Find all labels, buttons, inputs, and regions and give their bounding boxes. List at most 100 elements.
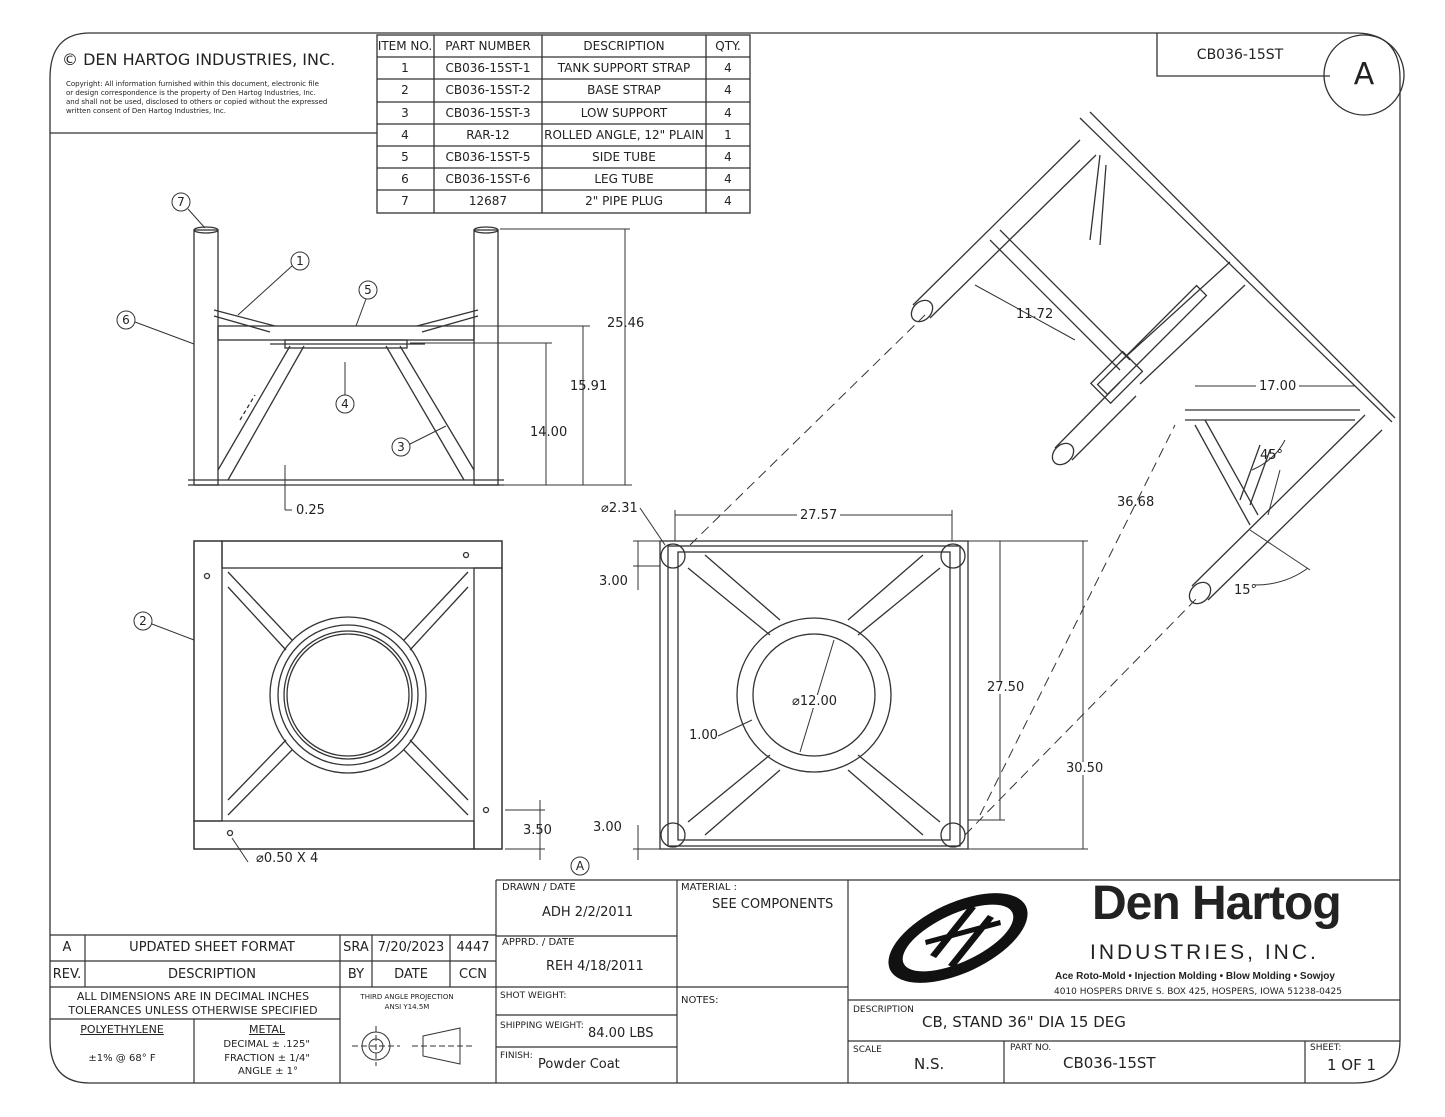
bom-cell: 4 [724, 83, 732, 97]
rev-description: UPDATED SHEET FORMAT [129, 940, 295, 955]
company-address: 4010 HOSPERS DRIVE S. BOX 425, HOSPERS, … [1054, 987, 1343, 997]
description-value: CB, STAND 36" DIA 15 DEG [922, 1013, 1126, 1031]
tolerance-line: TOLERANCES UNLESS OTHERWISE SPECIFIED [68, 1004, 318, 1017]
dim-label: ⌀2.31 [601, 501, 638, 516]
bom-cell: RAR-12 [466, 128, 510, 142]
balloons [116, 192, 590, 876]
balloon-label: 3 [397, 440, 405, 454]
ship-value: 84.00 LBS [588, 1026, 654, 1041]
front-view-dims [284, 228, 632, 511]
bom-cell: 1 [401, 61, 409, 75]
rev-header: BY [347, 967, 365, 982]
bom-cell: LEG TUBE [594, 172, 654, 186]
dim-label: 15.91 [570, 379, 608, 394]
bom-cell: 4 [724, 61, 732, 75]
company-name: Den Hartog [1092, 877, 1342, 930]
dim-label: 3.50 [523, 823, 552, 838]
ship-label: SHIPPING WEIGHT: [500, 1021, 584, 1031]
bom-cell: ROLLED ANGLE, 12" PLAIN [544, 128, 704, 142]
bom-cell: LOW SUPPORT [580, 106, 668, 120]
revision-circle [1323, 34, 1405, 116]
copyright-title: © DEN HARTOG INDUSTRIES, INC. [62, 50, 336, 69]
bom-header-cell: ITEM NO. [377, 39, 433, 53]
title-block-grid [50, 879, 1400, 1083]
rev-marker: A [575, 859, 585, 873]
bom-cell: CB036-15ST-3 [445, 106, 531, 120]
bom-cell: CB036-15ST-1 [445, 61, 531, 75]
shot-label: SHOT WEIGHT: [500, 991, 567, 1001]
material-label: MATERIAL : [681, 882, 737, 893]
bom-table-grid [376, 34, 751, 214]
bottom-view-dims [633, 314, 1201, 860]
finish-label: FINISH: [500, 1051, 533, 1061]
copyright-line: written consent of Den Hartog Industries… [66, 107, 226, 115]
dim-label: 0.25 [296, 503, 325, 518]
sheet-value: 1 OF 1 [1327, 1056, 1377, 1074]
dim-label: 1.00 [689, 728, 718, 743]
rev-cell: A [62, 940, 72, 955]
bom-cell: CB036-15ST-5 [445, 150, 531, 164]
dim-label: 25.46 [607, 316, 645, 331]
bom-cell: 7 [401, 194, 409, 208]
bom-header-cell: PART NUMBER [445, 39, 531, 53]
revision-letter: A [1353, 57, 1375, 92]
rev-header: DESCRIPTION [168, 967, 256, 982]
bom-cell: 4 [724, 106, 732, 120]
material-value: SEE COMPONENTS [712, 897, 834, 912]
bom-cell: 4 [724, 150, 732, 164]
dim-label: 3.00 [593, 820, 622, 835]
balloon-label: 4 [341, 397, 349, 411]
company-suffix: INDUSTRIES, INC. [1090, 941, 1319, 964]
projection-std: ANSI Y14.5M [384, 1003, 430, 1011]
iso-dims [974, 284, 1355, 586]
drawn-value: ADH 2/2/2011 [542, 905, 634, 920]
rev-header: REV. [52, 967, 82, 982]
top-view [193, 540, 503, 850]
drawing-number: CB036-15ST [1196, 47, 1284, 63]
bom-cell: 5 [401, 150, 409, 164]
bom-cell: 2 [401, 83, 409, 97]
balloon-label: 1 [296, 254, 304, 268]
finish-value: Powder Coat [538, 1057, 620, 1072]
dim-label: ⌀12.00 [792, 694, 838, 709]
copyright-line: and shall not be used, disclosed to othe… [66, 98, 328, 106]
rev-date: 7/20/2023 [377, 940, 445, 955]
bom-cell: 4 [724, 172, 732, 186]
bom-cell: 2" PIPE PLUG [585, 194, 663, 208]
dim-label: 11.72 [1016, 307, 1054, 322]
bom-cell: 6 [401, 172, 409, 186]
sheet-label: SHEET: [1310, 1043, 1342, 1053]
copyright-line: or design correspondence is the property… [66, 89, 316, 97]
bom-cell: 1 [724, 128, 732, 142]
part-value: CB036-15ST [1063, 1054, 1156, 1072]
rev-header: DATE [394, 967, 428, 982]
bom-header-cell: QTY. [715, 39, 741, 53]
description-label: DESCRIPTION [853, 1005, 914, 1015]
appr-label: APPRD. / DATE [502, 937, 575, 948]
bom-cell: 4 [401, 128, 409, 142]
notes-label: NOTES: [681, 995, 719, 1006]
dim-label: 3.00 [599, 574, 628, 589]
drawing-number-box [1156, 33, 1330, 77]
sheet-border [49, 32, 1401, 1084]
dim-label: ⌀0.50 X 4 [256, 851, 319, 866]
bottom-view [659, 540, 969, 850]
bom-cell: 3 [401, 106, 409, 120]
dim-label: 27.57 [797, 509, 841, 522]
scale-label: SCALE [853, 1045, 882, 1055]
balloon-label: 5 [364, 283, 372, 297]
dim-label: 17.00 [1256, 380, 1300, 393]
bom-cell: TANK SUPPORT STRAP [557, 61, 691, 75]
metal-angle: ANGLE ± 1° [237, 1066, 298, 1077]
company-tagline: Ace Roto-Mold • Injection Molding • Blow… [1055, 971, 1335, 982]
rev-ccn: 4447 [456, 940, 490, 955]
appr-value: REH 4/18/2011 [546, 959, 644, 974]
tolerance-line: ALL DIMENSIONS ARE IN DECIMAL INCHES [76, 990, 310, 1003]
projection-label: THIRD ANGLE PROJECTION [360, 993, 454, 1001]
dim-label: 30.50 [1066, 761, 1104, 776]
metal-decimal: DECIMAL ± .125" [223, 1039, 310, 1050]
bom-cell: BASE STRAP [587, 83, 661, 97]
front-view [188, 226, 504, 486]
top-view-dims [231, 800, 545, 863]
